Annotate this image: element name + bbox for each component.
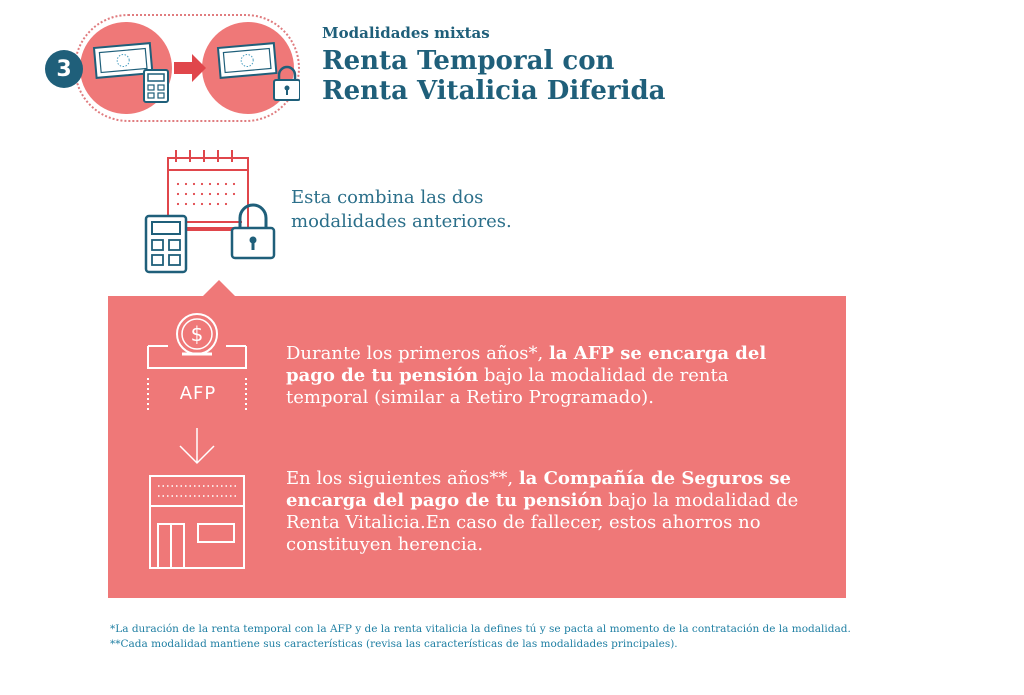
section-kicker: Modalidades mixtas xyxy=(322,24,490,42)
footnotes: *La duración de la renta temporal con la… xyxy=(110,622,990,652)
calculator-icon xyxy=(143,69,169,103)
afp-phase-tail: bajo la modalidad de renta temporal (sim… xyxy=(286,365,729,408)
calculator-icon xyxy=(144,214,188,274)
arrow-down-icon xyxy=(179,428,215,465)
insurer-phase-text: En los siguientes años**, la Compañía de… xyxy=(286,468,826,556)
insurer-phase-highlight: la Compañía de Seguros se encarga del pa… xyxy=(286,468,791,511)
footnote-1: *La duración de la renta temporal con la… xyxy=(110,623,851,635)
step-number: 3 xyxy=(45,50,83,88)
title-line-1: Renta Temporal con xyxy=(322,46,615,76)
card-icons: $ xyxy=(147,313,247,569)
header-icons xyxy=(92,42,300,103)
coin-slot-icon: $ xyxy=(147,313,247,410)
insurer-phase-lead: En los siguientes años**, xyxy=(286,468,519,489)
afp-phase-text: Durante los primeros años*, la AFP se en… xyxy=(286,343,806,409)
lock-icon xyxy=(273,65,300,101)
card-pointer xyxy=(202,280,236,297)
afp-phase-highlight: la AFP se encarga del pago de tu pensión xyxy=(286,343,767,386)
building-icon xyxy=(149,475,245,569)
intro-illustration xyxy=(144,150,276,274)
arrow-right-icon xyxy=(174,54,206,82)
footnote-2: **Cada modalidad mantiene sus caracterís… xyxy=(110,638,678,650)
title-line-2: Renta Vitalicia Diferida xyxy=(322,76,666,106)
insurer-phase-tail: bajo la modalidad de Renta Vitalicia.En … xyxy=(286,490,799,555)
svg-text:$: $ xyxy=(191,322,204,346)
lock-icon xyxy=(230,203,276,260)
afp-phase-lead: Durante los primeros años*, xyxy=(286,343,549,364)
intro-text: Esta combina las dos modalidades anterio… xyxy=(291,187,512,232)
banknote-icon xyxy=(216,42,278,79)
page-title: Renta Temporal con Renta Vitalicia Difer… xyxy=(322,46,666,106)
banknote-icon xyxy=(92,42,154,79)
afp-label: AFP xyxy=(179,383,217,404)
